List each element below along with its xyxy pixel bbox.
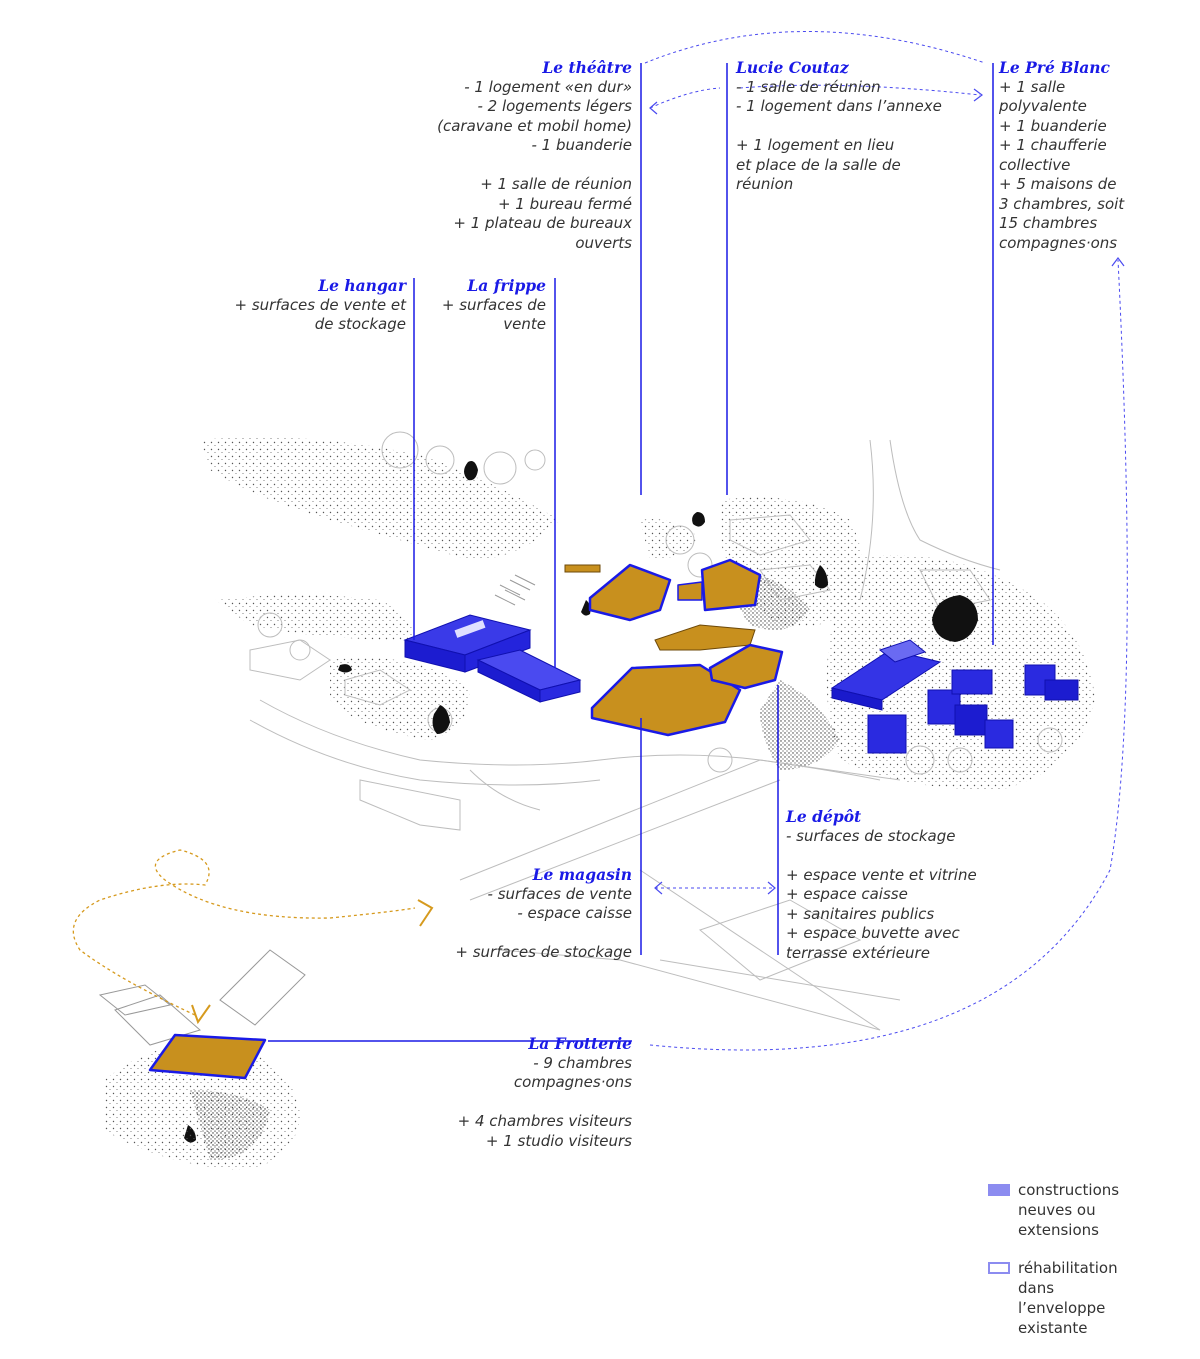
label-line: ouverts xyxy=(575,233,632,252)
label-line: - 2 logements légers xyxy=(477,97,632,115)
label-magasin: Le magasin - surfaces de vente - espace … xyxy=(455,865,632,963)
label-line: - 1 logement dans l’annexe xyxy=(736,97,942,115)
label-line: + 1 logement en lieu xyxy=(736,136,895,154)
label-spacer xyxy=(458,1093,632,1113)
label-line: + 1 buanderie xyxy=(999,116,1107,135)
label-depot-title: Le dépôt xyxy=(786,807,862,826)
label-theatre: Le théâtre - 1 logement «en dur» - 2 log… xyxy=(437,58,632,253)
label-line: + 4 chambres visiteurs xyxy=(457,1112,632,1130)
parking-lines xyxy=(494,574,536,606)
dashed-connectors xyxy=(644,31,1128,1051)
label-line: + 1 chaufferie xyxy=(999,136,1107,154)
label-hangar-title: Le hangar xyxy=(318,276,406,295)
label-line: + 5 maisons de xyxy=(999,175,1117,193)
legend-swatch-outline xyxy=(988,1262,1010,1274)
label-line: + espace buvette avec xyxy=(786,924,960,942)
label-line: réunion xyxy=(736,175,794,193)
label-lucie-coutaz-title: Lucie Coutaz xyxy=(736,58,849,77)
label-line: + surfaces de xyxy=(441,295,546,314)
legend-line: existante xyxy=(1018,1319,1088,1337)
label-line: - 1 salle de réunion xyxy=(736,77,881,96)
label-magasin-title: Le magasin xyxy=(532,865,632,884)
arrowheads xyxy=(649,88,1125,895)
label-line: vente xyxy=(503,315,546,333)
label-spacer xyxy=(736,117,942,137)
label-line: de stockage xyxy=(314,315,406,333)
label-depot: Le dépôt - surfaces de stockage + espace… xyxy=(786,807,977,963)
legend-text: réhabilitation dans l’enveloppe existant… xyxy=(1018,1258,1138,1338)
label-lucie-coutaz: Lucie Coutaz - 1 salle de réunion - 1 lo… xyxy=(736,58,942,195)
label-theatre-title: Le théâtre xyxy=(542,58,632,77)
legend-line: réhabilitation xyxy=(1018,1259,1118,1277)
label-line: + surfaces de vente et xyxy=(234,295,406,314)
legend-line: l’enveloppe xyxy=(1018,1299,1106,1317)
label-frippe-title: La frippe xyxy=(467,276,546,295)
label-line: + 1 studio visiteurs xyxy=(485,1131,632,1150)
label-line: + espace vente et vitrine xyxy=(786,865,977,884)
legend-new-constructions: constructions neuves ou extensions xyxy=(988,1180,1178,1240)
label-line: terrasse extérieure xyxy=(786,943,930,962)
label-frotterie-title: La Frotterie xyxy=(528,1034,632,1053)
legend-line: neuves ou xyxy=(1018,1201,1096,1219)
gold-path xyxy=(72,849,434,1025)
label-line: - surfaces de vente xyxy=(487,884,632,903)
lucie-coutaz-building xyxy=(677,558,762,612)
legend-swatch-filled xyxy=(988,1184,1010,1196)
legend-line: extensions xyxy=(1018,1221,1099,1239)
label-line: - 9 chambres xyxy=(533,1053,632,1072)
label-line: - espace caisse xyxy=(517,904,632,922)
label-line: + espace caisse xyxy=(786,885,908,903)
label-line: + 1 bureau fermé xyxy=(497,194,632,213)
frotterie-site xyxy=(98,949,306,1170)
roads-and-outlines xyxy=(249,431,1071,1031)
label-pre-blanc: Le Pré Blanc + 1 salle polyvalente + 1 b… xyxy=(999,58,1124,253)
label-line: compagnes·ons xyxy=(999,233,1118,252)
legend-rehabilitation: réhabilitation dans l’enveloppe existant… xyxy=(988,1258,1178,1340)
legend-line: dans xyxy=(1018,1279,1055,1297)
label-spacer xyxy=(437,156,632,176)
legend-text: constructions neuves ou extensions xyxy=(1018,1180,1138,1240)
magasin-building xyxy=(590,663,742,737)
label-line: et place de la salle de xyxy=(736,155,901,174)
label-line: 3 chambres, soit xyxy=(999,194,1125,213)
label-line: - surfaces de stockage xyxy=(786,826,956,845)
label-spacer xyxy=(455,924,632,944)
label-pre-blanc-title: Le Pré Blanc xyxy=(999,58,1110,77)
label-line: + 1 salle de réunion xyxy=(480,175,632,193)
label-line: + surfaces de stockage xyxy=(455,943,632,961)
label-line: + 1 salle xyxy=(999,77,1066,96)
label-line: + sanitaires publics xyxy=(786,904,935,923)
pre-blanc-buildings xyxy=(830,639,1079,754)
label-line: - 1 buanderie xyxy=(531,136,632,154)
label-frotterie: La Frotterie - 9 chambres compagnes·ons … xyxy=(458,1034,632,1151)
label-line: - 1 logement «en dur» xyxy=(464,77,632,96)
label-spacer xyxy=(786,846,977,866)
label-line: polyvalente xyxy=(999,97,1087,115)
label-line: compagnes·ons xyxy=(513,1073,632,1091)
label-line: 15 chambres xyxy=(999,214,1098,232)
label-line: (caravane et mobil home) xyxy=(437,116,632,135)
theatre-building xyxy=(588,563,672,622)
label-frippe: La frippe + surfaces de vente xyxy=(442,276,546,335)
label-line: collective xyxy=(999,155,1071,174)
legend-line: constructions xyxy=(1018,1181,1120,1199)
label-line: + 1 plateau de bureaux xyxy=(453,214,632,232)
label-hangar: Le hangar + surfaces de vente et de stoc… xyxy=(235,276,406,335)
depot-building xyxy=(708,643,784,690)
frippe-building xyxy=(476,649,582,703)
leader-lines xyxy=(268,63,994,1042)
